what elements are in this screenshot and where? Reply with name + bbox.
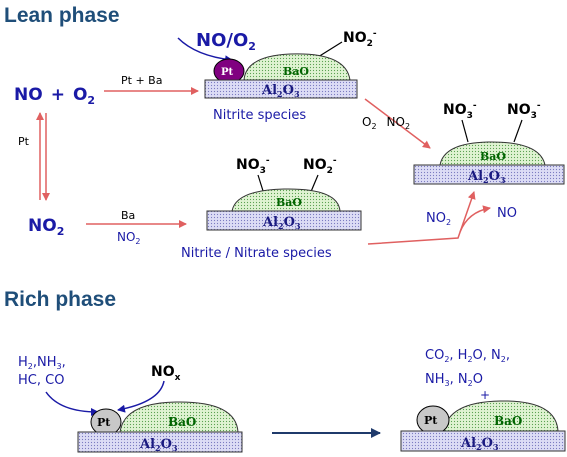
al2o3-label: Al2O3	[467, 169, 506, 185]
bao-label: BaO	[276, 196, 302, 209]
right-catalyst: NO3- NO3- BaO Al2O3	[413, 101, 565, 185]
bao-layer	[443, 400, 559, 432]
lean-phase-heading: Lean phase	[4, 4, 120, 27]
pt-label: Pt	[221, 67, 234, 78]
arrow-to-nitrate-lower	[367, 191, 476, 245]
al2o3-support	[206, 210, 362, 231]
al2o3-support	[400, 430, 566, 452]
al2o3-label: Al2O3	[139, 437, 178, 453]
product-bond-line	[317, 41, 343, 58]
nox-label: NOx	[151, 364, 181, 383]
products-plus: +	[480, 388, 490, 402]
no-o2-gas-label: NO/O2	[196, 30, 256, 53]
nox-arrow	[117, 380, 165, 413]
al2o3-support	[77, 431, 243, 453]
arrow-ba-label: Ba	[121, 209, 135, 222]
no2-species: NO2	[28, 216, 64, 238]
top-catalyst: NO/O2 NO2- BaO Pt Al2O3 Nitrite species	[177, 29, 377, 123]
bao-label: BaO	[480, 150, 506, 163]
arrow-to-nitrate	[364, 98, 431, 149]
rich-left-catalyst: BaO Pt Al2O3	[77, 401, 243, 453]
reductants-arrow	[45, 391, 99, 416]
no3-minus-label: NO3-	[236, 156, 270, 176]
bao-label: BaO	[494, 414, 522, 428]
bao-layer	[439, 141, 546, 166]
arrow-no-release	[459, 205, 491, 233]
nitrite-species-caption: Nitrite species	[213, 108, 306, 123]
al2o3-label: Al2O3	[261, 83, 300, 99]
pt-label: Pt	[424, 414, 438, 427]
arrow-pt-ba-label: Pt + Ba	[121, 74, 162, 87]
bottom-no-label: NO	[497, 206, 517, 221]
bottom-no2-label: NO2	[426, 211, 451, 227]
bao-layer	[243, 53, 351, 81]
bao-layer	[231, 188, 341, 212]
bao-layer	[119, 401, 239, 433]
bond-line-left	[461, 119, 469, 143]
products-line1: CO2, H2O, N2,	[425, 348, 510, 364]
no2-minus-product: NO2-	[343, 29, 377, 49]
pt-label: Pt	[97, 416, 111, 429]
nitrite-nitrate-caption: Nitrite / Nitrate species	[181, 246, 332, 261]
no3-minus-label-1: NO3-	[443, 101, 477, 121]
svg-text:NO+O2: NO+O2	[14, 85, 95, 107]
rich-right-catalyst: BaO Pt Al2O3	[400, 400, 566, 452]
reductants-line1: H2,NH3,	[18, 355, 66, 371]
al2o3-support	[204, 79, 358, 99]
arrow-ba-no2-label: NO2	[117, 230, 141, 246]
reductants-line2: HC, CO	[18, 373, 64, 388]
reactants-no-o2: NO+O2	[14, 85, 95, 107]
al2o3-label: Al2O3	[460, 436, 499, 452]
products-line2: NH3, N2O	[425, 372, 483, 388]
bao-label: BaO	[283, 65, 309, 78]
bao-label: BaO	[168, 415, 196, 429]
al2o3-support	[413, 164, 565, 185]
bond-line-right	[513, 119, 523, 143]
no3-minus-label-2: NO3-	[507, 101, 541, 121]
no2-minus-label: NO2-	[303, 156, 337, 176]
al2o3-label: Al2O3	[262, 215, 301, 231]
arrow-pt-vertical-label: Pt	[18, 135, 30, 148]
rich-phase-heading: Rich phase	[4, 288, 116, 311]
mid-catalyst: NO3- NO2- BaO Al2O3 Nitrite / Nitrate sp…	[181, 156, 362, 261]
